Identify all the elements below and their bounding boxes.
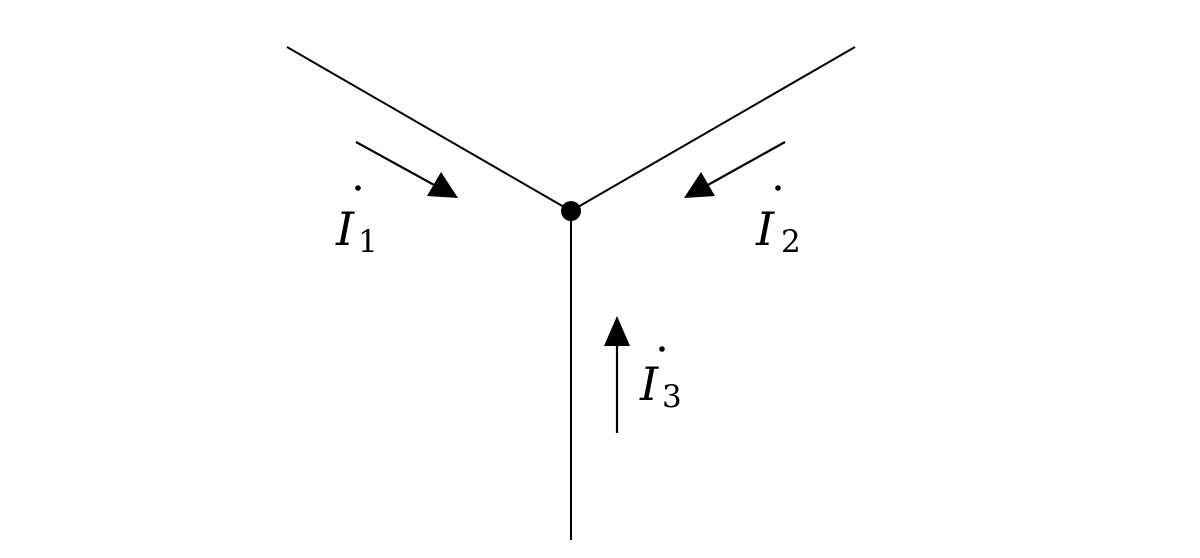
- current-1-label: I 1: [335, 185, 378, 260]
- svg-text:3: 3: [662, 379, 682, 415]
- branch-2-wire: [570, 46, 856, 212]
- current-1-arrow: [355, 141, 458, 198]
- current-3-label: I 3: [639, 346, 682, 415]
- junction-node: [561, 201, 581, 221]
- current-2-dot-accent: [775, 185, 781, 191]
- svg-text:I: I: [639, 357, 659, 411]
- current-3-arrow: [604, 316, 630, 433]
- svg-text:1: 1: [358, 224, 378, 260]
- current-2-arrow: [684, 141, 786, 198]
- current-2-label: I 2: [755, 185, 801, 260]
- svg-text:2: 2: [781, 224, 801, 260]
- svg-text:I: I: [755, 202, 775, 256]
- current-3-dot-accent: [659, 346, 665, 352]
- svg-text:I: I: [335, 202, 355, 256]
- branch-1-wire: [286, 46, 572, 212]
- current-1-dot-accent: [355, 185, 361, 191]
